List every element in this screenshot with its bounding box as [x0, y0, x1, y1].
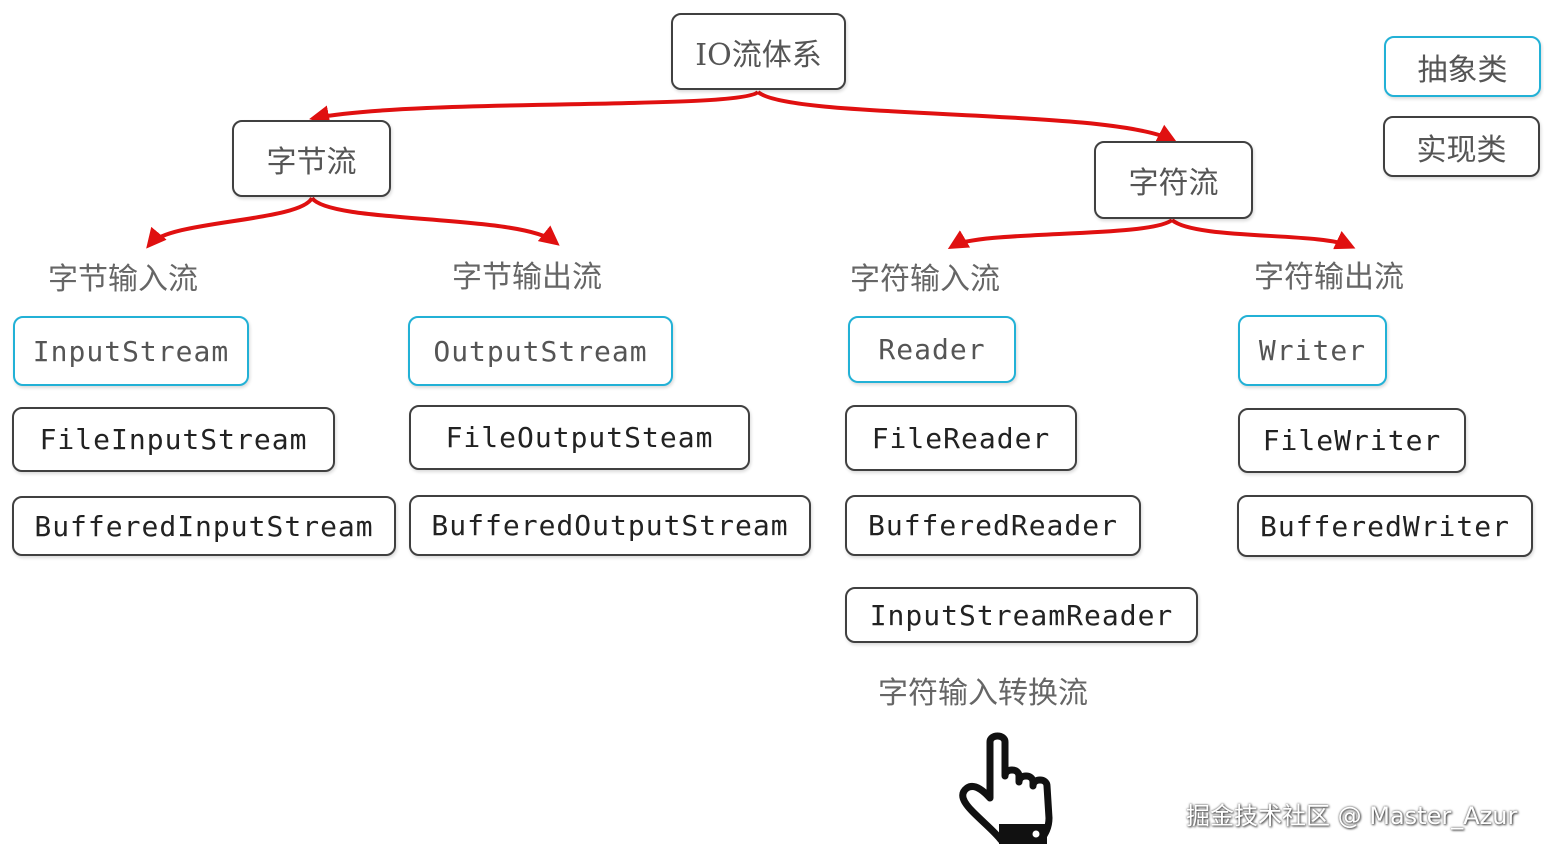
char-output-label: 字符输出流: [1254, 260, 1404, 295]
char-input-conversion-label: 字符输入转换流: [878, 676, 1088, 711]
reader-label: Reader: [878, 333, 986, 366]
fileoutputsteam-box: FileOutputSteam: [409, 405, 750, 470]
inputstreamreader-label: InputStreamReader: [869, 598, 1174, 632]
filereader-box: FileReader: [845, 405, 1077, 471]
arrow-char-to-output: [1170, 218, 1356, 250]
char-stream-label: 字符流: [1128, 166, 1219, 201]
filewriter-label: FileWriter: [1262, 424, 1442, 457]
legend-concrete: 实现类: [1383, 116, 1540, 177]
fileoutputsteam-label: FileOutputSteam: [445, 421, 714, 454]
arrow-root-to-byte: [309, 90, 760, 126]
filewriter-box: FileWriter: [1238, 408, 1466, 473]
watermark-text: 掘金技术社区 @ Master_Azur: [1186, 802, 1518, 830]
outputstream-label: OutputStream: [433, 334, 648, 368]
byte-stream-label: 字节流: [266, 144, 357, 180]
legend-concrete-label: 实现类: [1416, 132, 1507, 168]
filereader-label: FileReader: [871, 421, 1051, 455]
bufferedinputstream-box: BufferedInputStream: [12, 496, 396, 556]
writer-label: Writer: [1258, 334, 1367, 367]
bufferedreader-box: BufferedReader: [845, 495, 1141, 556]
arrow-char-to-input: [947, 218, 1174, 250]
writer-box: Writer: [1238, 315, 1387, 386]
outputstream-box: OutputStream: [408, 316, 673, 386]
byte-output-label: 字节输出流: [452, 260, 602, 295]
reader-box: Reader: [848, 316, 1016, 383]
char-stream-node: 字符流: [1094, 141, 1253, 219]
bufferedwriter-box: BufferedWriter: [1237, 495, 1533, 557]
bufferedwriter-label: BufferedWriter: [1259, 509, 1510, 543]
fileinputstream-box: FileInputStream: [12, 407, 335, 472]
byte-stream-node: 字节流: [232, 120, 391, 197]
root-node: IO流体系: [671, 13, 846, 90]
bufferedoutputstream-box: BufferedOutputStream: [409, 495, 811, 556]
inputstream-box: InputStream: [13, 316, 249, 386]
root-label: IO流体系: [695, 37, 822, 73]
legend-abstract: 抽象类: [1384, 36, 1541, 97]
inputstreamreader-box: InputStreamReader: [845, 587, 1198, 643]
bufferedinputstream-label: BufferedInputStream: [34, 509, 374, 543]
arrow-byte-to-output: [310, 196, 560, 246]
arrow-root-to-char: [756, 90, 1178, 143]
fileinputstream-label: FileInputStream: [39, 423, 308, 456]
legend-abstract-label: 抽象类: [1417, 52, 1508, 88]
hand-pointer-icon: [959, 732, 1053, 844]
arrow-byte-to-input: [146, 196, 314, 249]
bufferedreader-label: BufferedReader: [867, 509, 1118, 542]
inputstream-label: InputStream: [32, 334, 230, 368]
char-input-label: 字符输入流: [850, 262, 1000, 297]
byte-input-label: 字节输入流: [48, 262, 198, 297]
bufferedoutputstream-label: BufferedOutputStream: [431, 509, 789, 542]
